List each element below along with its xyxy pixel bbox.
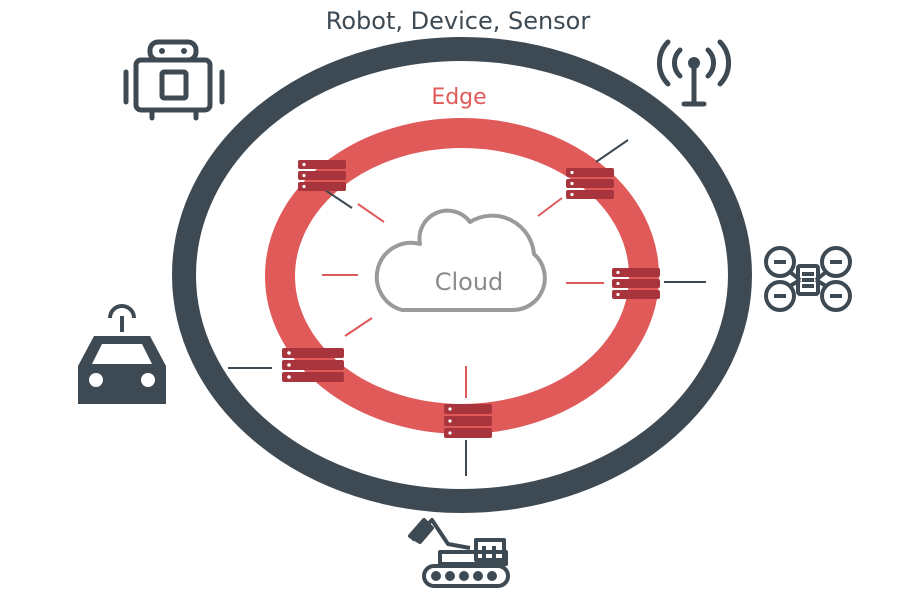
excavator-icon bbox=[408, 518, 510, 588]
robot-icon bbox=[123, 39, 225, 121]
server-stack-icon bbox=[566, 168, 614, 199]
car-icon bbox=[78, 304, 166, 404]
server-stack-icon bbox=[282, 348, 344, 382]
server-stack-icon bbox=[298, 160, 346, 191]
server-stack-icon bbox=[444, 404, 492, 438]
drone-icon bbox=[764, 246, 852, 312]
outer-ring bbox=[172, 37, 752, 513]
outer-ring-label: Robot, Device, Sensor bbox=[326, 7, 591, 35]
antenna-icon bbox=[656, 39, 732, 107]
inner-connectors bbox=[322, 197, 604, 398]
edge-ring-label: Edge bbox=[431, 85, 486, 110]
server-stack-icon bbox=[612, 268, 660, 299]
cloud-label: Cloud bbox=[435, 268, 504, 296]
cloud-icon bbox=[374, 208, 547, 313]
outer-connectors bbox=[228, 139, 706, 476]
